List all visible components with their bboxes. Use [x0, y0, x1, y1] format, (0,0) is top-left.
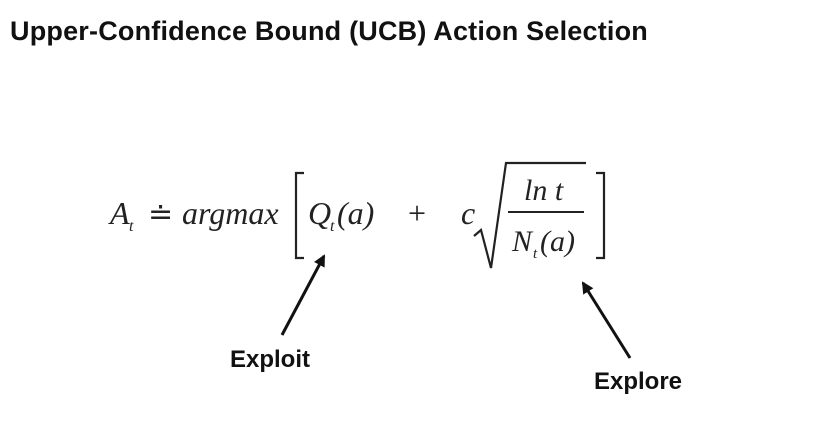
- plus-sign: +: [408, 195, 426, 231]
- exploit-arrow: [280, 254, 326, 336]
- action-subscript: t: [129, 218, 134, 235]
- right-bracket: [596, 171, 606, 260]
- argmax-operator: argmax: [182, 195, 279, 231]
- denominator-argument: (a): [540, 225, 575, 258]
- q-argument: (a): [337, 195, 374, 231]
- exploration-coefficient: c: [461, 195, 475, 231]
- q-symbol: Q: [308, 195, 331, 231]
- exploit-label: Exploit: [230, 346, 311, 373]
- action-symbol: A: [108, 195, 130, 231]
- q-subscript: t: [330, 218, 335, 235]
- square-root-sign: [473, 161, 586, 269]
- explore-arrow: [581, 281, 632, 359]
- denominator-subscript: t: [533, 246, 538, 262]
- left-bracket: [294, 171, 304, 260]
- denominator-symbol: N: [511, 225, 534, 258]
- explore-label: Explore: [594, 368, 683, 395]
- defined-as-symbol: ≐: [148, 198, 173, 231]
- slide-title: Upper-Confidence Bound (UCB) Action Sele…: [10, 16, 648, 46]
- fraction-numerator: ln t: [524, 174, 564, 207]
